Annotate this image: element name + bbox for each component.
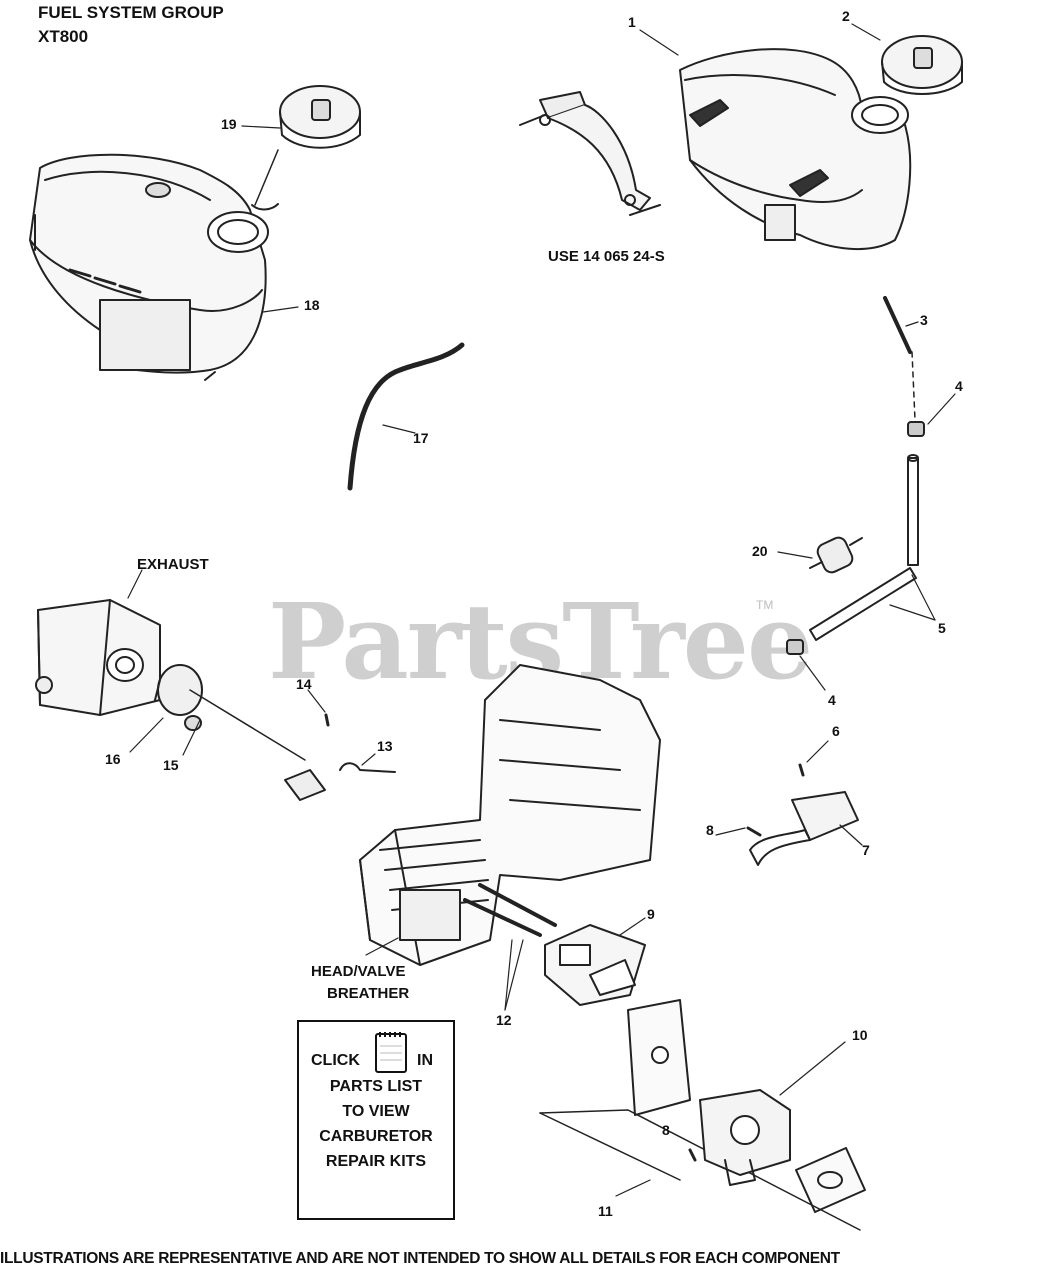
bracket-part-note: USE 14 065 24-S [548,248,665,265]
fitting-part-3[interactable] [883,296,912,354]
exhaust-muffler[interactable] [35,599,161,716]
callout-11[interactable]: 11 [598,1203,613,1219]
screw-part-6[interactable] [798,763,805,777]
callout-6[interactable]: 6 [832,723,840,739]
callout-13[interactable]: 13 [377,738,393,754]
fuel-cap-part-2[interactable] [881,35,963,95]
gasket-kit-part-11[interactable] [539,999,866,1231]
trademark-mark: TM [756,598,774,612]
breather-label: BREATHER [327,985,410,1002]
callout-8-lower[interactable]: 8 [662,1122,670,1138]
click-line-5: REPAIR KITS [325,1153,427,1170]
callout-1[interactable]: 1 [628,14,636,30]
fitting-part-8-upper[interactable] [746,826,762,837]
fuel-cap-part-19[interactable] [251,85,361,211]
screw-part-14[interactable] [324,713,330,727]
in-word: IN [417,1052,433,1069]
governor-part-16[interactable] [154,664,326,801]
diagram-title: FUEL SYSTEM GROUP [38,3,224,22]
notepad-icon[interactable] [373,1028,409,1074]
callout-3[interactable]: 3 [920,312,928,328]
callout-16[interactable]: 16 [105,751,121,767]
stud-part-12-b[interactable] [463,898,542,937]
engine-block[interactable] [359,664,661,966]
callout-9[interactable]: 9 [647,906,655,922]
carburetor-part-10[interactable] [699,1089,791,1186]
callout-14[interactable]: 14 [296,676,312,692]
fuel-filter-part-20[interactable] [809,535,863,575]
exhaust-label: EXHAUST [137,556,209,573]
callout-17[interactable]: 17 [413,430,429,446]
callout-4-lower[interactable]: 4 [828,692,836,708]
fuel-line-part-17[interactable] [347,342,465,491]
tank-bracket[interactable] [519,91,661,216]
spring-part-13[interactable] [339,762,396,773]
click-word: CLICK [311,1052,360,1069]
fitting-part-8-lower[interactable] [688,1148,697,1162]
callout-7[interactable]: 7 [862,842,870,858]
callout-18[interactable]: 18 [304,297,320,313]
diagram-model: XT800 [38,27,89,46]
callout-15[interactable]: 15 [163,757,179,773]
callout-12[interactable]: 12 [496,1012,512,1028]
callout-2[interactable]: 2 [842,8,850,24]
fuel-pump-part-7[interactable] [749,791,859,866]
callout-5[interactable]: 5 [938,620,946,636]
head-valve-label: HEAD/VALVE [311,963,406,980]
fuel-hose-part-5[interactable] [809,454,919,641]
callout-10[interactable]: 10 [852,1027,868,1043]
clamp-part-4-lower[interactable] [786,639,804,655]
callout-20[interactable]: 20 [752,543,768,559]
click-line-2: PARTS LIST [329,1078,423,1095]
callout-4-top[interactable]: 4 [955,378,963,394]
disclaimer-footer: ILLUSTRATIONS ARE REPRESENTATIVE AND ARE… [0,1250,840,1267]
fuel-tank-part-1[interactable] [679,48,912,250]
click-line-3: TO VIEW [342,1103,410,1120]
stud-part-12-a[interactable] [478,883,557,927]
callout-8-upper[interactable]: 8 [706,822,714,838]
clamp-part-4-top[interactable] [907,421,925,437]
gasket-spacer-part-9[interactable] [544,924,646,1006]
click-line-4: CARBURETOR [319,1128,433,1145]
callout-19[interactable]: 19 [221,116,237,132]
carburetor-kits-link-box[interactable]: CLICK IN PARTS LIST TO VIEW CARBURETOR R… [297,1020,455,1220]
fuel-tank-part-18[interactable] [29,153,269,381]
